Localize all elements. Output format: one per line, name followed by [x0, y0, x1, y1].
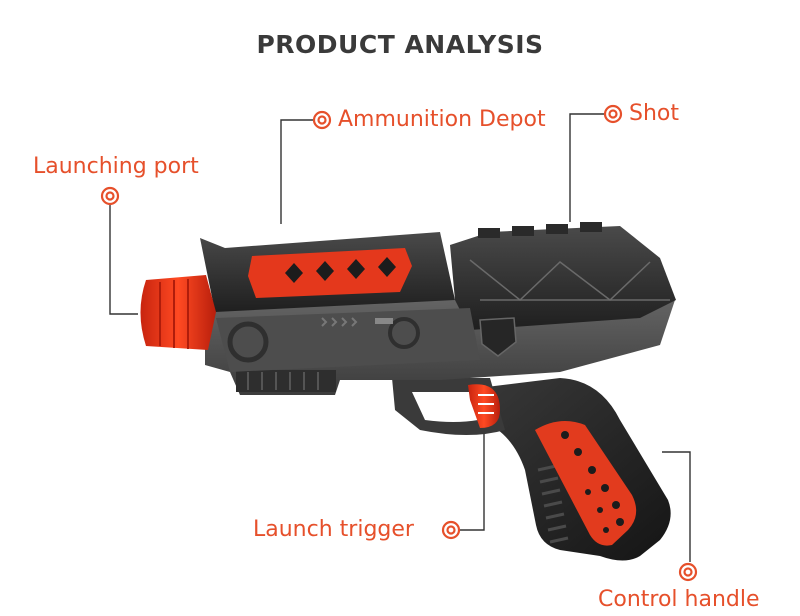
- target-circle-icon: [603, 104, 623, 124]
- callout-line-shot: [569, 113, 605, 222]
- toy-blaster-illustration: [140, 222, 676, 561]
- emblem: [479, 317, 517, 357]
- launching-port: [140, 275, 216, 350]
- grip-holes: [561, 431, 624, 533]
- callout-lines: [109, 113, 691, 562]
- target-circle-icon: [312, 110, 332, 130]
- label-ammunition-depot: Ammunition Depot: [338, 107, 546, 132]
- label-launching-port: Launching port: [33, 154, 199, 179]
- ammo-diamonds: [285, 257, 396, 283]
- target-circle-icon: [100, 186, 120, 206]
- callout-line-ammo: [280, 119, 314, 224]
- label-shot: Shot: [629, 101, 679, 126]
- rear-slide: [450, 226, 676, 330]
- rear-slide-facets: [469, 259, 670, 301]
- top-ridges: [478, 222, 602, 238]
- grip-red-inlay: [535, 421, 637, 546]
- front-rail: [236, 370, 336, 392]
- grip-texture: [537, 464, 569, 544]
- target-circle-icon: [678, 562, 698, 582]
- callout-line-port: [109, 205, 138, 315]
- target-circle-icon: [441, 520, 461, 540]
- label-launch-trigger: Launch trigger: [253, 517, 414, 542]
- callout-line-handle: [662, 451, 691, 562]
- callout-line-trigger: [460, 420, 485, 531]
- side-gear: [227, 321, 269, 363]
- page-title: PRODUCT ANALYSIS: [256, 30, 544, 59]
- label-control-handle: Control handle: [598, 587, 760, 612]
